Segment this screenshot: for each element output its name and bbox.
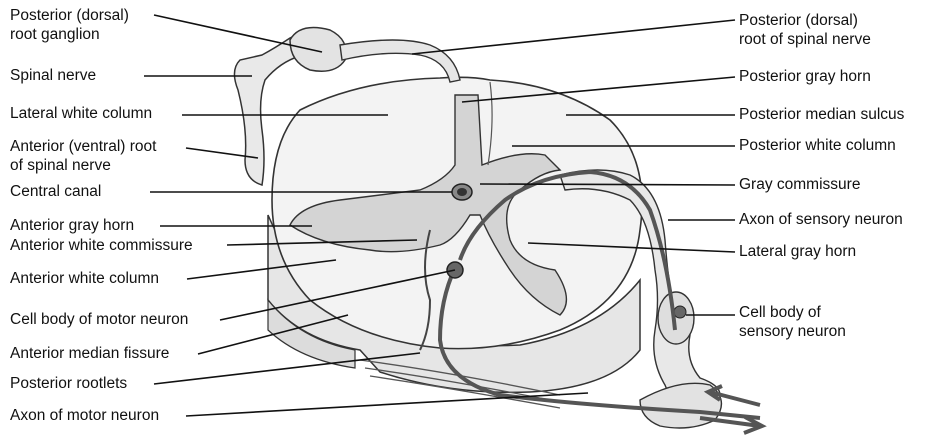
label-gray-commissure: Gray commissure [739,175,860,194]
label-posterior-gray-horn: Posterior gray horn [739,67,871,86]
label-line: root ganglion [10,25,129,44]
posterior-root [340,40,460,82]
label-line: Posterior (dorsal) [739,11,871,30]
label-spinal-nerve: Spinal nerve [10,66,96,85]
label-posterior-median-sulcus: Posterior median sulcus [739,105,904,124]
label-cell-body-sensory-neuron: Cell body of sensory neuron [739,303,846,341]
label-posterior-white-column: Posterior white column [739,136,896,155]
label-line: of spinal nerve [10,156,156,175]
label-posterior-root-spinal-nerve: Posterior (dorsal) root of spinal nerve [739,11,871,49]
label-cell-body-motor-neuron: Cell body of motor neuron [10,310,188,329]
label-lateral-gray-horn: Lateral gray horn [739,242,856,261]
label-line: root of spinal nerve [739,30,871,49]
label-anterior-root: Anterior (ventral) root of spinal nerve [10,137,156,175]
label-line: Anterior (ventral) root [10,137,156,156]
label-posterior-rootlets: Posterior rootlets [10,374,127,393]
label-axon-motor-neuron: Axon of motor neuron [10,406,159,425]
label-anterior-median-fissure: Anterior median fissure [10,344,169,363]
label-line: sensory neuron [739,322,846,341]
label-anterior-gray-horn: Anterior gray horn [10,216,134,235]
label-central-canal: Central canal [10,182,101,201]
sensory-cell-body [674,306,686,318]
sensory-ganglion [658,292,694,344]
motor-arrow [700,417,762,433]
spinal-cord-block [268,77,642,392]
label-axon-sensory-neuron: Axon of sensory neuron [739,210,903,229]
label-posterior-root-ganglion: Posterior (dorsal) root ganglion [10,6,129,44]
label-anterior-white-commissure: Anterior white commissure [10,236,193,255]
label-anterior-white-column: Anterior white column [10,269,159,288]
posterior-root-ganglion [290,28,346,72]
label-line: Cell body of [739,303,846,322]
label-lateral-white-column: Lateral white column [10,104,152,123]
label-line: Posterior (dorsal) [10,6,129,25]
